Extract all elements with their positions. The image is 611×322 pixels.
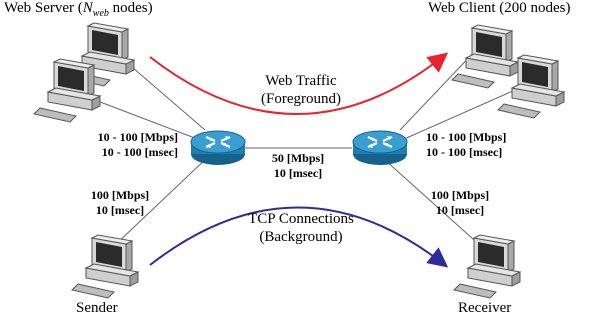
network-links — [94, 47, 516, 249]
link-router-right-client2 — [401, 89, 516, 141]
link-router-right-receiver — [384, 159, 484, 249]
web-server-computer-icon — [33, 58, 101, 123]
right-router-icon — [351, 129, 409, 167]
link-label-right-bottom: 100 [Mbps] 10 [msec] — [430, 188, 490, 217]
link-server2-router-left — [94, 99, 201, 141]
receiver-label: Receiver — [458, 300, 512, 316]
link-label-left-bottom: 100 [Mbps] 10 [msec] — [90, 188, 150, 217]
left-router-icon — [189, 129, 247, 167]
link-router-right-client1 — [399, 47, 479, 131]
web-client-title: Web Client (200 nodes) — [428, 0, 571, 16]
sender-computer-icon — [71, 234, 139, 299]
foreground-traffic-arrow — [149, 52, 449, 115]
background-traffic-arrow — [149, 206, 449, 268]
sender-label: Sender — [76, 300, 118, 316]
link-label-left-top: 10 - 100 [Mbps] 10 - 100 [msec] — [97, 130, 178, 159]
web-server-title: Web Server (Nweb nodes) — [4, 0, 153, 19]
link-label-right-top: 10 - 100 [Mbps] 10 - 100 [msec] — [426, 130, 507, 159]
receiver-computer-icon — [453, 234, 521, 299]
link-sender-router-left — [114, 154, 211, 246]
link-label-center: 50 [Mbps] 10 [msec] — [271, 151, 325, 180]
web-client-computer-icon — [451, 24, 519, 89]
web-traffic-label: Web Traffic (Foreground) — [261, 73, 341, 107]
tcp-traffic-label: TCP Connections (Background) — [248, 211, 354, 245]
